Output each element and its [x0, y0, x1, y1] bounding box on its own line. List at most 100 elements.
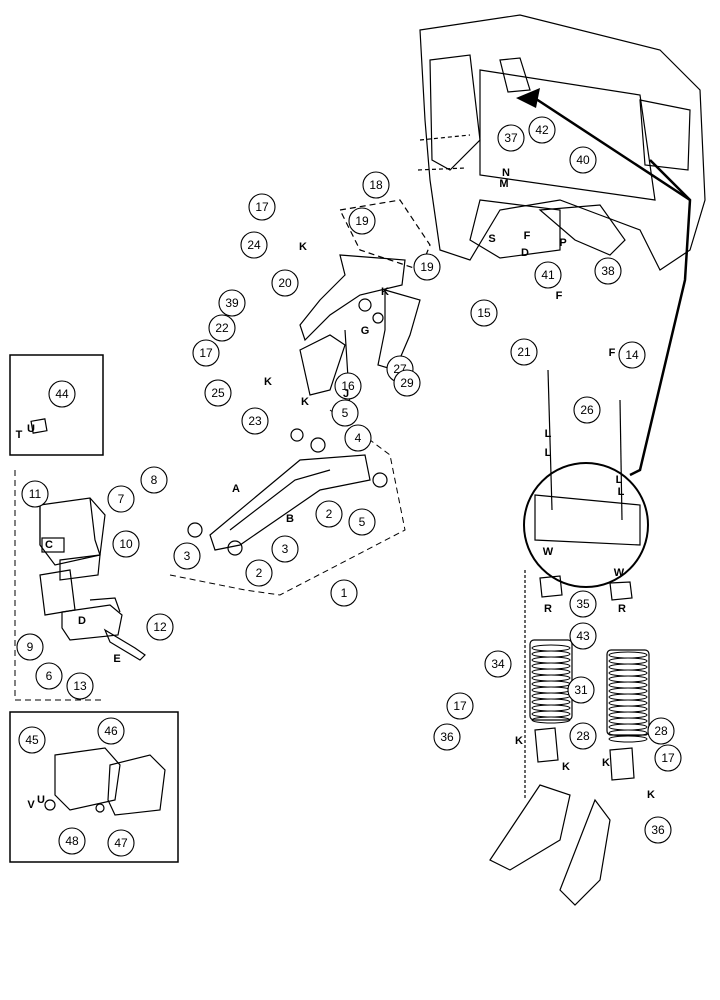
- callout-number: 44: [55, 387, 69, 401]
- reference-arrow-line: [629, 159, 692, 477]
- callout-circle: [271, 269, 299, 297]
- callout-circle: [107, 485, 135, 513]
- spring-coil: [531, 644, 571, 652]
- reference-letter-lR2: R: [618, 603, 626, 615]
- callout-circle: [594, 257, 622, 285]
- callout-circle: [271, 535, 299, 563]
- callout-number: 5: [342, 406, 349, 420]
- callout-number: 2: [326, 507, 333, 521]
- callout-number: 26: [580, 403, 594, 417]
- callout-c48: 48: [58, 827, 86, 855]
- callout-number: 6: [46, 669, 53, 683]
- reference-letter-lF1: F: [524, 230, 531, 242]
- spring-coil: [608, 735, 648, 743]
- inset-box-45-48: [9, 711, 179, 863]
- callout-number: 29: [400, 376, 414, 390]
- callout-c22: 22: [208, 314, 236, 342]
- reference-letter-lL2: L: [545, 447, 552, 459]
- callout-circle: [362, 171, 390, 199]
- callout-number: 1: [341, 586, 348, 600]
- callout-circle: [654, 744, 682, 772]
- callout-number: 40: [576, 153, 590, 167]
- spring-coil: [531, 662, 571, 670]
- callout-circle: [569, 590, 597, 618]
- callout-number: 16: [341, 379, 355, 393]
- reference-letter-lW2: W: [614, 567, 625, 579]
- main-lift-arm: [187, 428, 388, 556]
- spring-coil: [608, 657, 648, 665]
- reference-letter-lG: G: [361, 325, 370, 337]
- callout-circle: [569, 622, 597, 650]
- callout-number: 22: [215, 321, 229, 335]
- callout-circle: [644, 816, 672, 844]
- spring-coil: [531, 650, 571, 658]
- callout-number: 31: [574, 683, 588, 697]
- callout-circle: [35, 662, 63, 690]
- spring-coil: [531, 698, 571, 706]
- callout-c9: 9: [16, 633, 44, 661]
- callout-number: 47: [114, 836, 128, 850]
- spring-coil: [608, 681, 648, 689]
- assembly-outline: [169, 409, 406, 596]
- callout-number: 5: [359, 515, 366, 529]
- callout-circle: [393, 369, 421, 397]
- callout-c2b: 2: [245, 559, 273, 587]
- callout-number: 3: [282, 542, 289, 556]
- reference-letter-lK3: K: [264, 376, 272, 388]
- callout-c20: 20: [271, 269, 299, 297]
- callout-c37: 37: [497, 124, 525, 152]
- callout-c42: 42: [528, 116, 556, 144]
- callout-circle: [334, 372, 362, 400]
- reference-letter-lU1: U: [27, 423, 35, 435]
- callout-number: 25: [211, 386, 225, 400]
- spring-coils: [531, 644, 648, 743]
- reference-letter-lK2: K: [381, 286, 389, 298]
- reference-letter-lK8: K: [647, 789, 655, 801]
- callout-circle: [58, 827, 86, 855]
- callout-c16: 16: [334, 372, 362, 400]
- callout-c23: 23: [241, 407, 269, 435]
- callout-number: 39: [225, 296, 239, 310]
- callout-number: 17: [255, 200, 269, 214]
- callout-c46: 46: [97, 717, 125, 745]
- left-block-parts: [39, 497, 146, 661]
- spring-assembly: [489, 369, 650, 906]
- reference-letter-lR1: R: [544, 603, 552, 615]
- spring-coil: [608, 717, 648, 725]
- callout-c21: 21: [510, 338, 538, 366]
- callout-circle: [510, 338, 538, 366]
- callout-circle: [413, 253, 441, 281]
- callout-number: 45: [25, 733, 39, 747]
- spring-coil: [608, 669, 648, 677]
- reference-letter-lU2: U: [37, 794, 45, 806]
- spring-coil: [608, 705, 648, 713]
- callout-c39: 39: [218, 289, 246, 317]
- leader-dashed: [14, 470, 105, 701]
- callout-number: 48: [65, 834, 79, 848]
- callout-c44: 44: [48, 380, 76, 408]
- callout-circle: [107, 829, 135, 857]
- spring-coil: [608, 711, 648, 719]
- callout-c17d: 17: [654, 744, 682, 772]
- reference-letter-lD2: D: [521, 247, 529, 259]
- callout-circle: [112, 530, 140, 558]
- callout-circle: [173, 542, 201, 570]
- callout-circle: [146, 613, 174, 641]
- callout-c43: 43: [569, 622, 597, 650]
- callout-number: 34: [491, 657, 505, 671]
- spring-coil: [531, 680, 571, 688]
- callout-c47: 47: [107, 829, 135, 857]
- reference-letter-lM: M: [499, 178, 508, 190]
- inset-parts: [30, 418, 166, 816]
- callout-c31: 31: [567, 676, 595, 704]
- callout-number: 12: [153, 620, 167, 634]
- callout-c28a: 28: [569, 722, 597, 750]
- callout-c26: 26: [573, 396, 601, 424]
- callout-c3b: 3: [271, 535, 299, 563]
- callout-c5b: 5: [348, 508, 376, 536]
- callout-number: 42: [535, 123, 549, 137]
- callout-number: 41: [541, 268, 555, 282]
- spring-coil: [531, 692, 571, 700]
- callout-circle: [497, 124, 525, 152]
- spring-coil: [531, 674, 571, 682]
